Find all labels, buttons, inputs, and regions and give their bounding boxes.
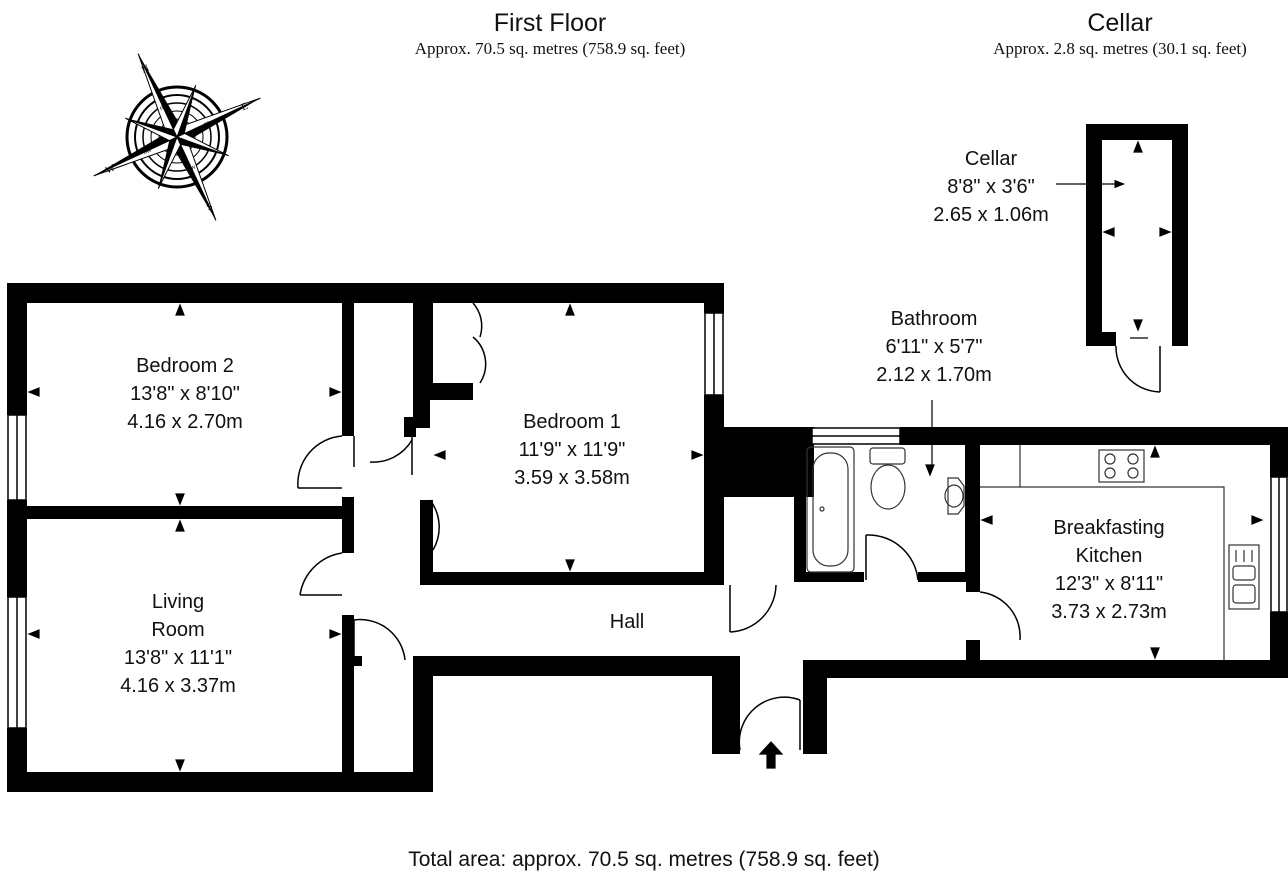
bathroom-metric: 2.12 x 1.70m bbox=[876, 364, 992, 386]
kitchen-metric: 3.73 x 2.73m bbox=[1051, 601, 1167, 623]
hall-name: Hall bbox=[609, 611, 645, 633]
living-room-metric: 4.16 x 3.37m bbox=[120, 675, 236, 697]
cellar-title: Cellar bbox=[1087, 9, 1153, 37]
living-room-imperial: 13'8" x 11'1" bbox=[123, 647, 233, 669]
bathroom-fixtures bbox=[806, 446, 965, 573]
door-swings bbox=[297, 302, 1161, 751]
bathroom-imperial: 6'11" x 5'7" bbox=[885, 336, 983, 358]
compass-se-label: se bbox=[203, 120, 212, 128]
total-area: Total area: approx. 70.5 sq. metres (758… bbox=[408, 848, 880, 871]
kitchen-imperial: 12'3" x 8'11" bbox=[1054, 573, 1164, 595]
windows bbox=[7, 312, 1288, 729]
kitchen-name-line1: Breakfasting bbox=[1053, 517, 1165, 539]
cellar-header: Cellar Approx. 2.8 sq. metres (30.1 sq. … bbox=[960, 8, 1280, 60]
bedroom-1-metric: 3.59 x 3.58m bbox=[514, 467, 630, 489]
compass-south-letter: S bbox=[205, 201, 215, 213]
room-label-bedroom-1: Bedroom 1 11'9" x 11'9" 3.59 x 3.58m bbox=[514, 408, 630, 492]
room-label-living-room: Living Room 13'8" x 11'1" 4.16 x 3.37m bbox=[120, 588, 236, 700]
room-label-hall: Hall bbox=[610, 608, 644, 636]
compass-east-letter: E bbox=[240, 101, 250, 114]
kitchen-fixtures bbox=[980, 445, 1260, 660]
bedroom-1-imperial: 11'9" x 11'9" bbox=[518, 439, 626, 461]
first-floor-area: Approx. 70.5 sq. metres (758.9 sq. feet) bbox=[414, 39, 686, 58]
room-label-kitchen: Breakfasting Kitchen 12'3" x 8'11" 3.73 … bbox=[1051, 514, 1167, 626]
bedroom-2-imperial: 13'8" x 8'10" bbox=[130, 383, 240, 405]
living-room-name-line2: Room bbox=[151, 619, 205, 641]
bathroom-name: Bathroom bbox=[890, 308, 978, 330]
living-room-name-line1: Living bbox=[151, 591, 205, 613]
cellar-metric: 2.65 x 1.06m bbox=[933, 204, 1049, 226]
bedroom-2-metric: 4.16 x 2.70m bbox=[127, 411, 243, 433]
cellar-area: Approx. 2.8 sq. metres (30.1 sq. feet) bbox=[993, 39, 1247, 58]
compass-rose-icon: N E S W ne se sw nw bbox=[93, 53, 261, 221]
room-label-bathroom: Bathroom 6'11" x 5'7" 2.12 x 1.70m bbox=[876, 305, 992, 389]
first-floor-header: First Floor Approx. 70.5 sq. metres (758… bbox=[350, 8, 750, 60]
dimension-arrows bbox=[27, 140, 1264, 772]
room-label-cellar: Cellar 8'8" x 3'6" 2.65 x 1.06m bbox=[933, 145, 1049, 229]
compass-nw-label: nw bbox=[143, 147, 153, 156]
compass-north-letter: N bbox=[140, 63, 151, 76]
cellar-name: Cellar bbox=[964, 148, 1018, 170]
bedroom-2-name: Bedroom 2 bbox=[136, 355, 234, 377]
room-label-bedroom-2: Bedroom 2 13'8" x 8'10" 4.16 x 2.70m bbox=[127, 352, 243, 436]
cellar-imperial: 8'8" x 3'6" bbox=[947, 176, 1035, 198]
kitchen-name-line2: Kitchen bbox=[1075, 545, 1143, 567]
first-floor-title: First Floor bbox=[493, 9, 607, 37]
bedroom-1-name: Bedroom 1 bbox=[523, 411, 621, 433]
compass-ne-label: ne bbox=[159, 104, 168, 113]
compass-sw-label: sw bbox=[187, 164, 197, 173]
walls bbox=[7, 124, 1288, 792]
